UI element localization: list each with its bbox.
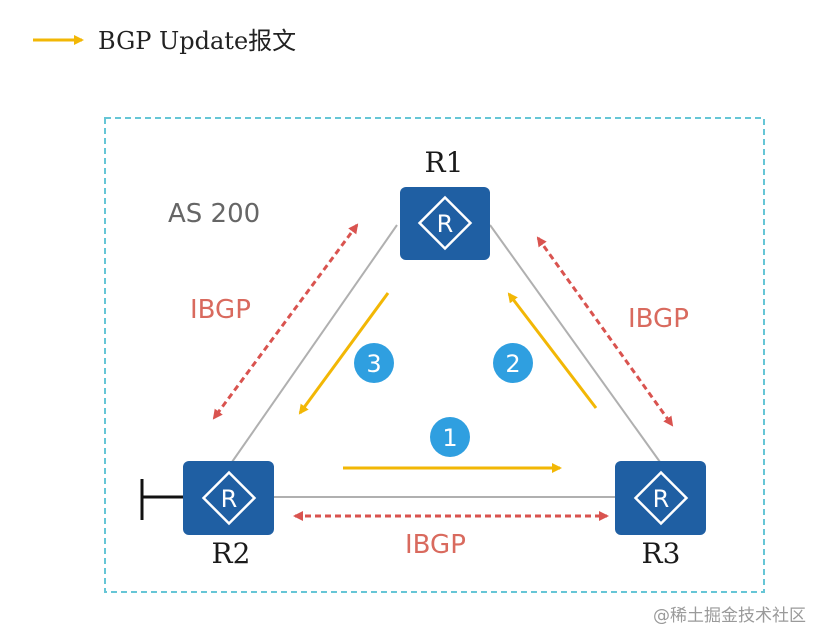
watermark: @稀土掘金技术社区 — [653, 606, 806, 626]
ibgp-label-left: IBGP — [190, 295, 251, 325]
legend: BGP Update报文 — [33, 27, 296, 55]
router-icon — [615, 461, 706, 535]
step-badge-2: 2 — [493, 343, 533, 383]
ibgp-label-right: IBGP — [628, 304, 689, 334]
as-label: AS 200 — [168, 199, 260, 229]
update-arrow-2 — [507, 292, 598, 409]
step-number-2: 2 — [505, 350, 520, 378]
step-number-1: 1 — [442, 424, 457, 452]
router-glyph: R — [437, 210, 454, 238]
legend-label: BGP Update报文 — [98, 27, 296, 55]
router-r1[interactable]: R — [400, 187, 490, 260]
router-glyph: R — [221, 485, 238, 513]
r2-external-stub — [140, 479, 183, 520]
ibgp-arrow-right — [536, 236, 674, 427]
router-r2[interactable]: R — [183, 461, 274, 535]
update-arrow-3 — [298, 292, 390, 415]
router-r3-label: R3 — [642, 537, 681, 570]
router-r2-label: R2 — [212, 537, 251, 570]
step-number-3: 3 — [366, 350, 381, 378]
as-boundary — [104, 117, 765, 593]
router-icon — [400, 187, 490, 260]
router-glyph: R — [653, 485, 670, 513]
router-icon — [183, 461, 274, 535]
step-badge-1: 1 — [430, 417, 470, 457]
step-badge-3: 3 — [354, 343, 394, 383]
ibgp-arrow-left — [212, 223, 359, 420]
router-r1-label: R1 — [425, 146, 464, 179]
router-r3[interactable]: R — [615, 461, 706, 535]
ibgp-label-bottom: IBGP — [405, 530, 466, 560]
